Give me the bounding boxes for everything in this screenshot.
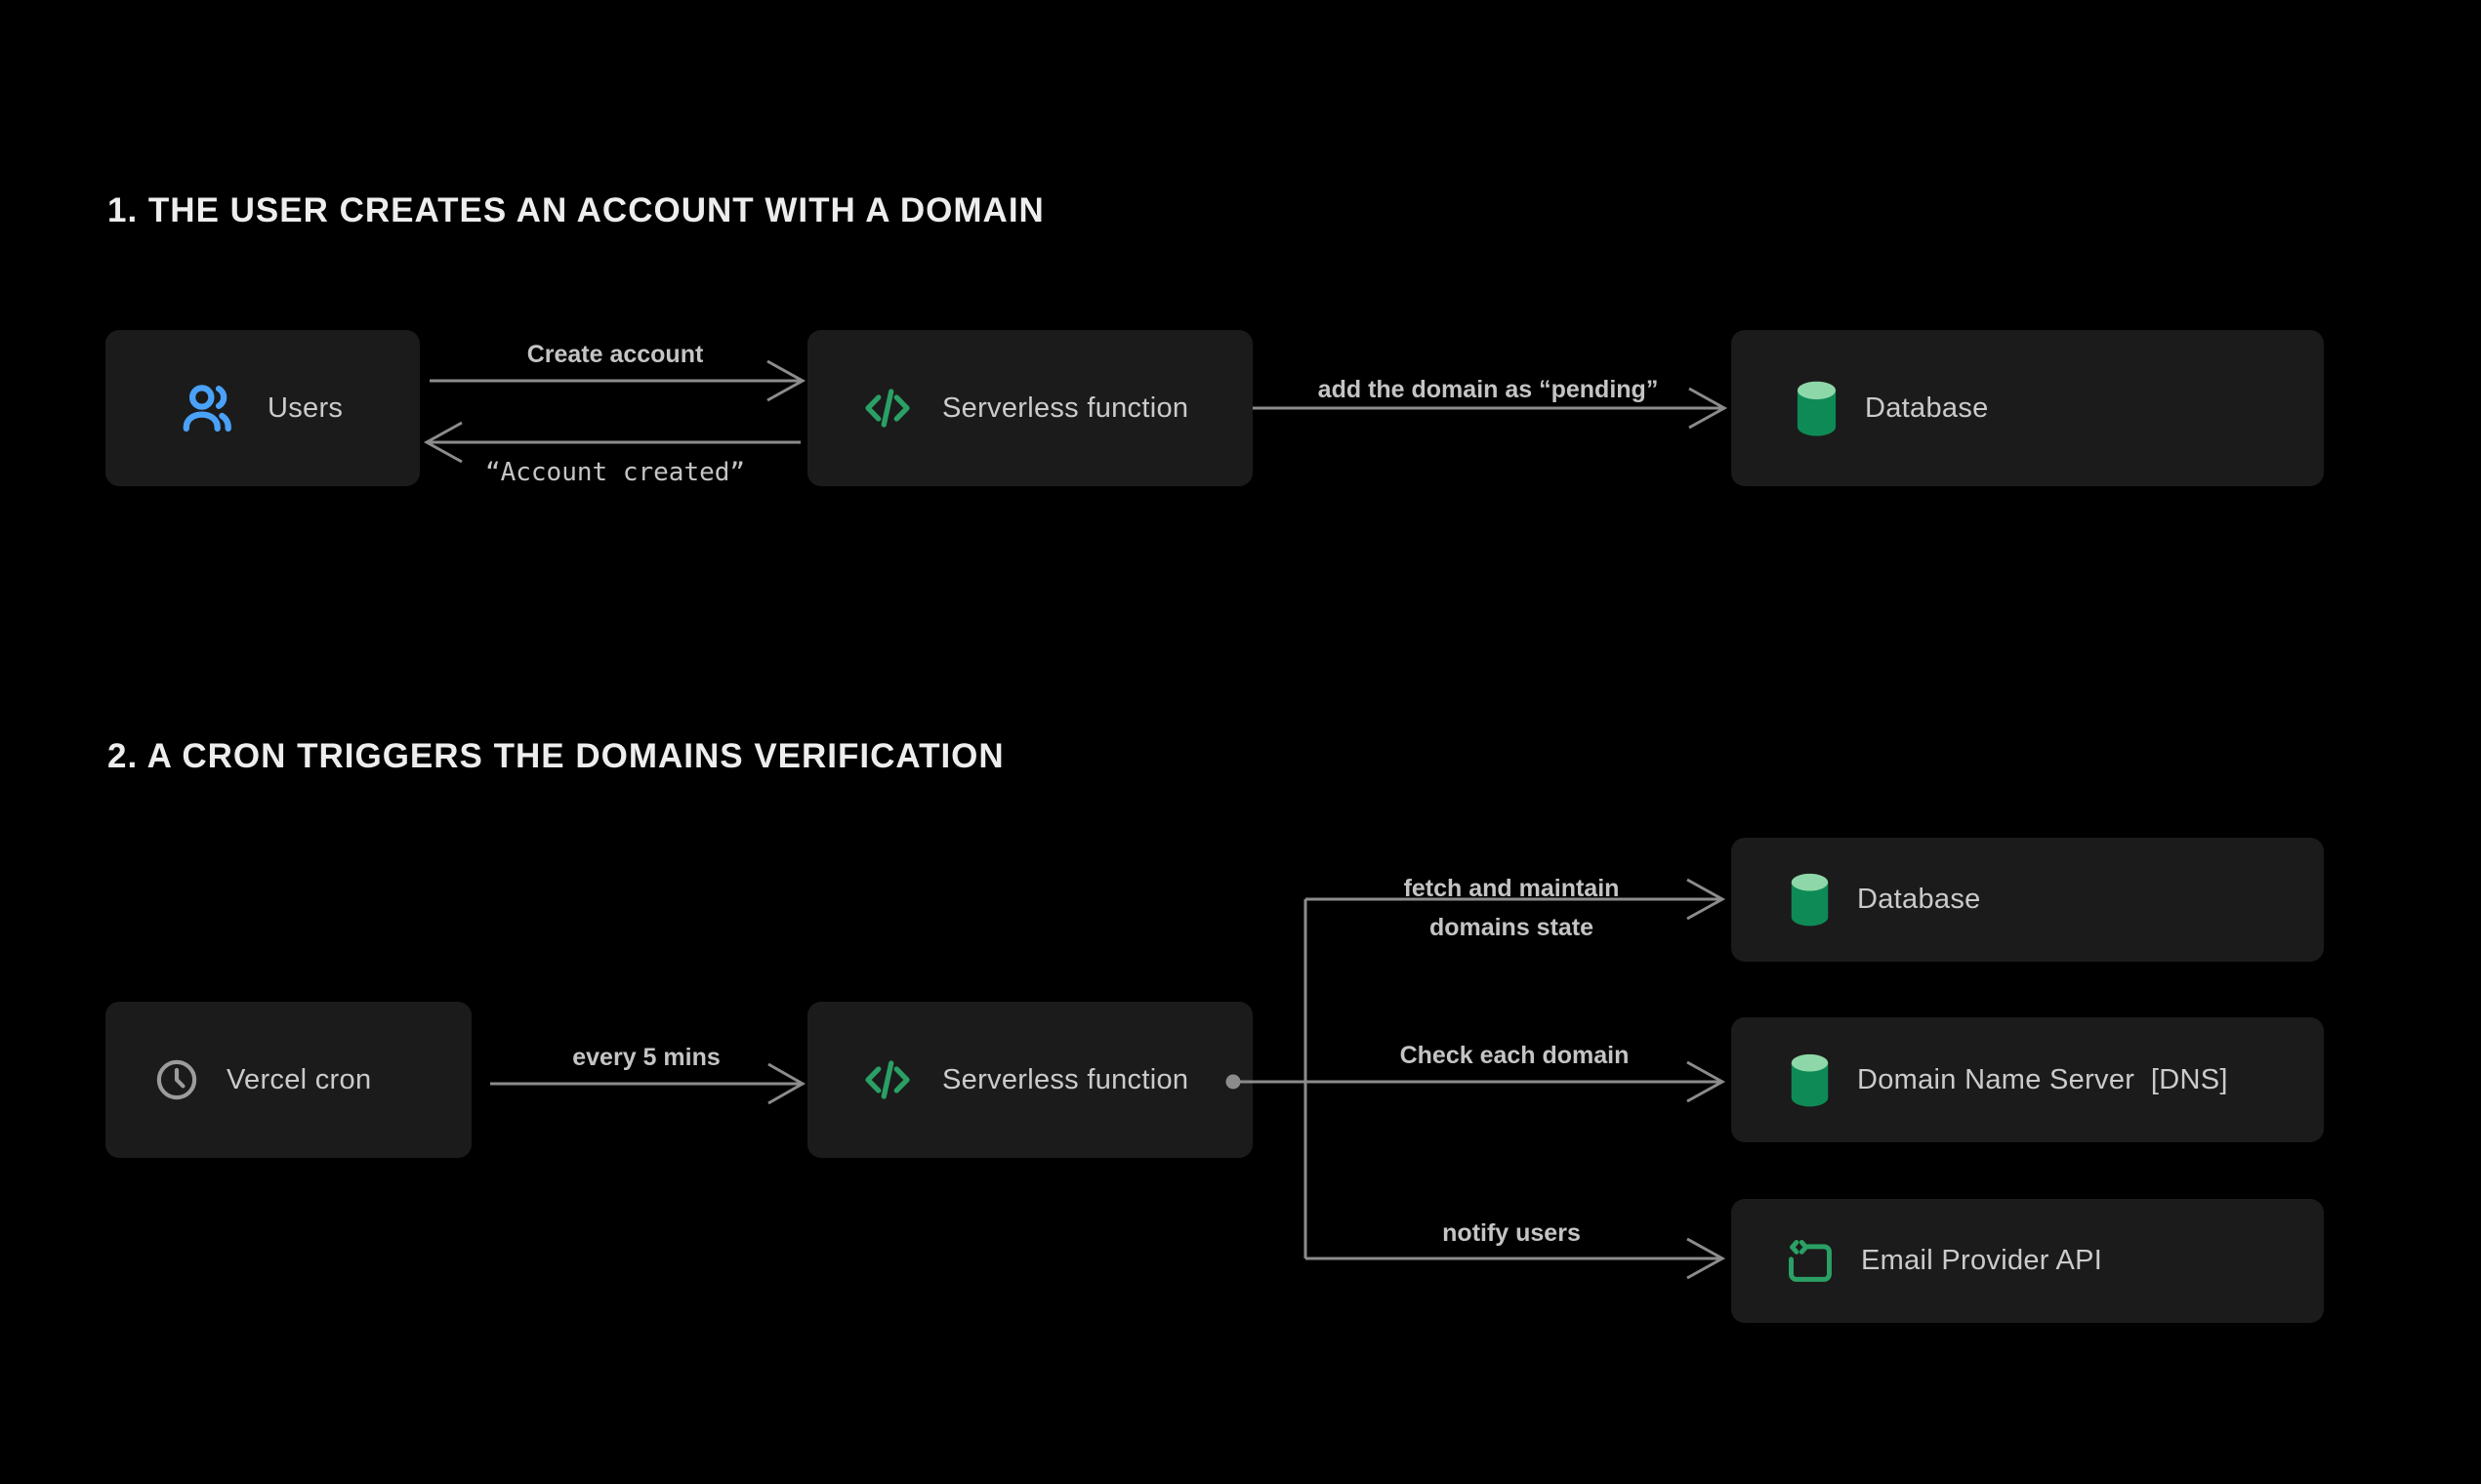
clock-icon (152, 1055, 201, 1104)
arrow-label-fetch-domains: fetch and maintain domains state (1404, 869, 1620, 947)
arrow-label-check-each-domain: Check each domain (1399, 1042, 1630, 1069)
node-label: Domain Name Server [DNS] (1857, 1063, 2228, 1095)
node-label: Vercel cron (227, 1063, 372, 1095)
section-1-title: 1. THE USER CREATES AN ACCOUNT WITH A DO… (107, 191, 1045, 229)
node-label: Serverless function (942, 392, 1189, 424)
node-serverless-function-2: Serverless function (807, 1002, 1253, 1158)
arrow-label-fetch-domains-line1: fetch and maintain (1403, 875, 1620, 902)
database-icon (1788, 1053, 1832, 1107)
node-label: Database (1857, 884, 1981, 915)
database-icon (1788, 873, 1832, 927)
arrow-label-create-account: Create account (526, 341, 704, 368)
arrow-label-add-domain-pending: add the domain as “pending” (1317, 376, 1659, 403)
node-label: Serverless function (942, 1063, 1189, 1095)
arrow-label-fetch-domains-line2: domains state (1428, 914, 1594, 941)
node-label: Database (1865, 392, 1989, 424)
database-icon (1794, 381, 1840, 436)
arrow-label-notify-users: notify users (1442, 1219, 1581, 1247)
node-label: Email Provider API (1861, 1245, 2103, 1276)
node-users: Users (105, 330, 420, 486)
arrow-label-every-5-mins: every 5 mins (572, 1044, 721, 1071)
arrow-account-created (427, 423, 801, 462)
code-icon (858, 1051, 917, 1109)
code-icon (858, 379, 917, 437)
section-2-title: 2. A CRON TRIGGERS THE DOMAINS VERIFICAT… (107, 737, 1005, 775)
node-database-2: Database (1731, 838, 2324, 962)
node-dns: Domain Name Server [DNS] (1731, 1017, 2324, 1142)
users-icon (178, 376, 242, 440)
email-api-icon (1785, 1238, 1836, 1285)
node-serverless-function-1: Serverless function (807, 330, 1253, 486)
arrow-label-account-created: “Account created” (484, 458, 746, 487)
node-email-provider-api: Email Provider API (1731, 1199, 2324, 1323)
node-vercel-cron: Vercel cron (105, 1002, 472, 1158)
node-label: Users (268, 392, 344, 424)
node-database-1: Database (1731, 330, 2324, 486)
